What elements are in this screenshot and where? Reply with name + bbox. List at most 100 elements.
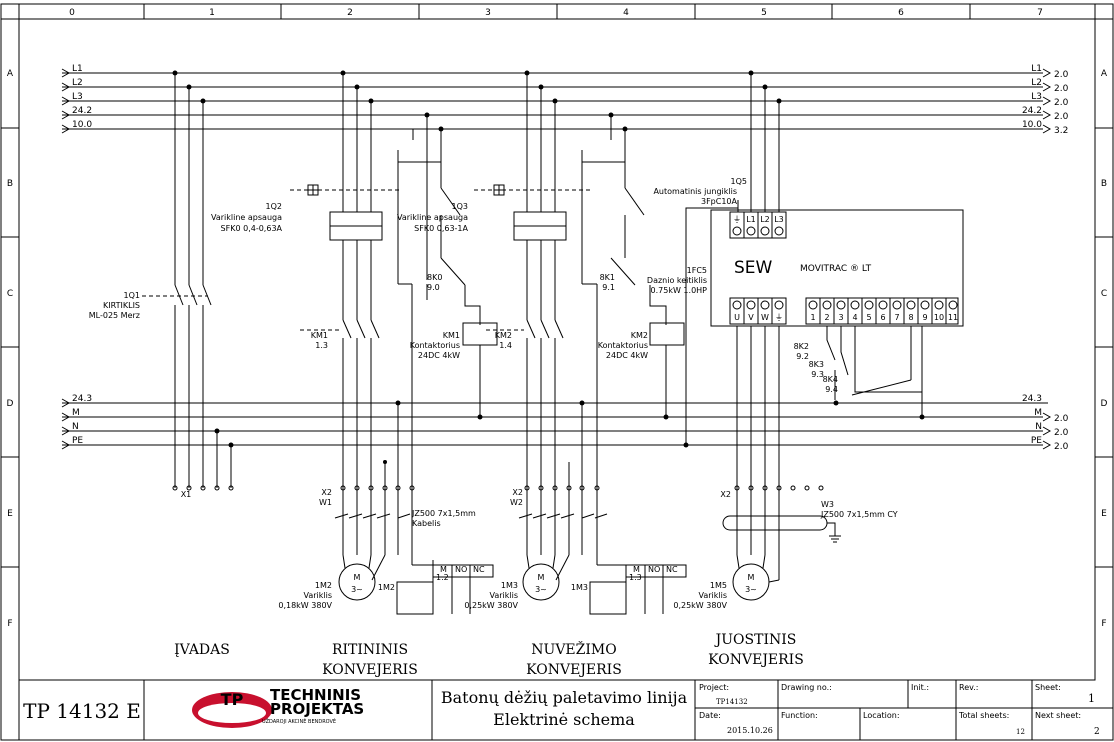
next-sheet-value: 2 [1094, 727, 1100, 737]
q3-tag: 1Q3 [452, 202, 468, 211]
init-label: Init.: [911, 683, 929, 692]
drawing-title-line1: Batonų dėžių paletavimo linija [441, 688, 688, 707]
km1-coil-model: 24DC 4kW [418, 351, 460, 360]
section-ivadas-junctions [172, 70, 234, 448]
row-label-f-right: F [1101, 619, 1106, 629]
sew-top-term-pe: ⏚ [733, 215, 741, 224]
m3-phase: 3~ [535, 585, 547, 594]
m2-contact-ref: 1.2 [436, 573, 449, 582]
km2-coil-model: 24DC 4kW [606, 351, 648, 360]
sew-out-pe: ⏚ [775, 313, 783, 322]
bus-label-m-right: M [1034, 408, 1042, 418]
q5-model: 3FpC10A [701, 197, 738, 206]
sew-model: MOVITRAC ® LT [800, 264, 872, 274]
section-nuvezimo-junctions [524, 70, 669, 420]
bus-label-n-right: N [1035, 422, 1042, 432]
km2-coil-tag: KM2 [631, 331, 648, 340]
bus-label-l2: L2 [72, 78, 83, 88]
bus-ref-pe: 2.0 [1054, 442, 1069, 452]
sew-ctrl-3: 3 [838, 313, 843, 322]
title-block-text: TP 14132 E Batonų dėžių paletavimo linij… [23, 683, 1100, 737]
m2-phase: 3~ [351, 585, 363, 594]
m5-spec: 0,25kW 380V [673, 601, 727, 610]
date-label: Date: [699, 711, 721, 720]
section-nuvezimo-labels: 8K1 9.1 KM2 1.4 KM2 Kontaktorius 24DC 4k… [464, 266, 707, 610]
rev-label: Rev.: [959, 683, 978, 692]
bus-ref-24-2: 2.0 [1054, 112, 1069, 122]
m5-tag: 1M5 [710, 581, 727, 590]
sew-ctrl-11: 11 [948, 313, 958, 322]
km2-ref: 1.4 [499, 341, 512, 350]
top-bus-lines [61, 68, 1052, 134]
k1-tag: 8K1 [600, 273, 615, 282]
logo-sub: UŽDAROJI AKCINĖ BENDROVĖ [262, 717, 336, 725]
section-title-ritininis-1: RITININIS [332, 642, 408, 658]
bottom-bus-labels: 24.3 M N PE 24.3 M N PE 2.0 2.0 2.0 [72, 394, 1069, 452]
sew-out-v: V [748, 313, 754, 322]
m3-contact-no: NO [648, 565, 660, 574]
bus-label-l3-right: L3 [1031, 92, 1042, 102]
m2-symbol: M [354, 573, 361, 582]
k3-tag: 8K3 [809, 360, 824, 369]
date-value: 2015.10.26 [727, 726, 773, 735]
q3-name: Varikline apsauga [397, 213, 468, 222]
cable-w1-kind: Kabelis [412, 519, 441, 528]
sew-ctrl-6: 6 [880, 313, 885, 322]
row-label-d-right: D [1101, 399, 1108, 409]
cable-w3: JZ500 7x1,5mm CY [820, 510, 898, 519]
logo-main: TECHNINIS [270, 686, 361, 704]
fc5-model: 0.75kW 1.0HP [651, 286, 708, 295]
total-sheets-value: 12 [1016, 728, 1025, 736]
section-juostinis-labels: 1Q5 Automatinis jungiklis 3FpC10A SEW MO… [653, 177, 958, 610]
km2-coil-name: Kontaktorius [598, 341, 648, 350]
sew-out-w: W [761, 313, 769, 322]
col-label-3: 3 [485, 8, 491, 18]
section-title-juostinis-1: JUOSTINIS [714, 632, 797, 648]
col-label-6: 6 [898, 8, 904, 18]
col-label-0: 0 [69, 8, 75, 18]
section-title-nuvezimo-2: KONVEJERIS [526, 662, 622, 678]
bus-label-l2-right: L2 [1031, 78, 1042, 88]
col-label-1: 1 [209, 8, 215, 18]
q2-tag: 1Q2 [266, 202, 282, 211]
k0-tag: 8K0 [427, 273, 442, 282]
q1-tag: 1Q1 [124, 291, 140, 300]
m3-symbol: M [538, 573, 545, 582]
sew-top-term-l2: L2 [760, 215, 770, 224]
col-label-7: 7 [1037, 8, 1043, 18]
w3-label: W3 [821, 500, 834, 509]
section-ritininis-wiring [290, 73, 498, 615]
m2-contact-no: NO [455, 565, 467, 574]
q5-name: Automatinis jungiklis [653, 187, 737, 196]
q1-name: KIRTIKLIS [103, 301, 140, 310]
fc5-tag: 1FC5 [687, 266, 707, 275]
km1-coil-tag: KM1 [443, 331, 460, 340]
bus-label-pe-right: PE [1031, 436, 1042, 446]
row-label-b-right: B [1101, 179, 1107, 189]
sew-ctrl-9: 9 [922, 313, 927, 322]
k4-tag: 8K4 [823, 375, 838, 384]
bottom-bus-lines [61, 398, 1052, 450]
sew-ctrl-7: 7 [894, 313, 899, 322]
bus-label-m: M [72, 408, 80, 418]
project-value: TP14132 [716, 698, 748, 706]
q2-model: SFK0 0,4-0,63A [221, 224, 283, 233]
q2-name: Varikline apsauga [211, 213, 282, 222]
column-index: 0 1 2 3 4 5 6 7 [69, 8, 1043, 18]
drawing-no-label: Drawing no.: [781, 683, 832, 692]
function-label: Function: [781, 711, 818, 720]
sew-ctrl-5: 5 [866, 313, 871, 322]
bus-label-10-0-right: 10.0 [1022, 120, 1042, 130]
sew-ctrl-1: 1 [810, 313, 815, 322]
sew-top-term-l1: L1 [746, 215, 756, 224]
x1-label: X1 [181, 490, 192, 499]
top-bus-labels: L1 L2 L3 24.2 10.0 L1 L2 L3 24.2 10.0 2.… [72, 64, 1069, 136]
m5-symbol: M [748, 573, 755, 582]
k0-ref: 9.0 [427, 283, 440, 292]
bus-label-24-2: 24.2 [72, 106, 92, 116]
km1-coil-name: Kontaktorius [410, 341, 460, 350]
section-title-juostinis-2: KONVEJERIS [708, 652, 804, 668]
sew-out-u: U [734, 313, 740, 322]
col-label-5: 5 [761, 8, 767, 18]
m2-contact-tag: 1M2 [378, 583, 395, 592]
